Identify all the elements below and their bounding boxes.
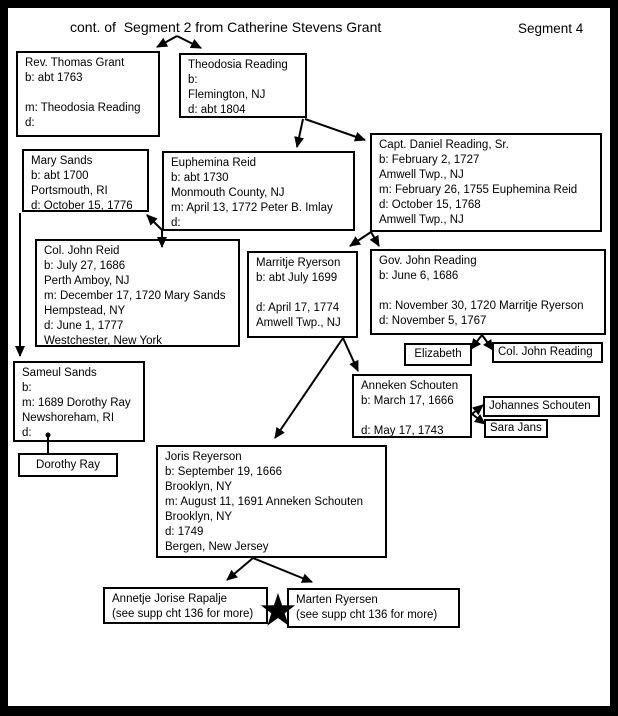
person-line: b: <box>188 74 198 86</box>
chart-title: cont. of Segment 2 from Catherine Steven… <box>70 19 382 35</box>
person-box-rev-thomas-grant: Rev. Thomas Grant b: abt 1763 m: Theodosi… <box>16 51 160 137</box>
person-line: d: 1749 <box>165 526 204 538</box>
person-line: Annetje Jorise Rapalje <box>112 593 228 605</box>
person-box-dorothy-ray: Dorothy Ray <box>18 453 118 477</box>
person-box-theodosia-reading: Theodosia Reading b: Flemington, NJ d: abt … <box>179 53 307 118</box>
person-box-marritje-ryerson: Marritje Ryerson b: abt July 1699 d: Apri… <box>247 251 358 338</box>
person-line: Amwell Twp., NJ <box>379 214 464 226</box>
person-line: Brooklyn, NY <box>165 511 233 523</box>
person-line <box>361 409 468 424</box>
person-line: Gov. John Reading <box>379 255 477 267</box>
person-line: Brooklyn, NY <box>165 481 233 493</box>
person-line: Marritje Ryerson <box>256 257 341 269</box>
person-line <box>25 86 156 101</box>
person-box-sara-jans: Sara Jans <box>484 419 548 438</box>
person-line: Joris Reyerson <box>165 451 242 463</box>
person-line: (see supp cht 136 for more) <box>296 609 438 621</box>
person-box-gov-john-reading: Gov. John Reading b: June 6, 1686 m: Nove… <box>370 249 606 335</box>
person-line: b: March 17, 1666 <box>361 395 454 407</box>
person-line: b: abt 1763 <box>25 72 83 84</box>
person-line: Amwell Twp., NJ <box>256 317 341 329</box>
person-line: m: Theodosia Reading <box>25 102 141 114</box>
person-line: b: abt 1730 <box>171 172 229 184</box>
person-line: b: abt July 1699 <box>256 272 338 284</box>
person-line: d: <box>25 117 35 129</box>
person-line: Col. John Reading <box>498 346 593 358</box>
person-line: d: abt 1804 <box>188 104 246 116</box>
person-line: Euphemina Reid <box>171 157 257 169</box>
person-line <box>379 284 602 299</box>
person-line: Rev. Thomas Grant <box>25 57 125 69</box>
person-box-annetje-jorise-rapalje: Annetje Jorise Rapalje (see supp cht 136 … <box>103 587 268 624</box>
person-line: Amwell Twp., NJ <box>379 169 464 181</box>
segment-label: Segment 4 <box>518 21 584 36</box>
person-line: d: <box>171 217 181 229</box>
person-line: Newshoreham, RI <box>22 412 115 424</box>
person-line: Marten Ryersen <box>296 594 378 606</box>
person-line: Portsmouth, RI <box>31 185 108 197</box>
person-box-capt-daniel-reading: Capt. Daniel Reading, Sr. b: February 2, … <box>370 133 602 232</box>
person-line: m: April 13, 1772 Peter B. Imlay <box>171 202 333 214</box>
person-line: Anneken Schouten <box>361 380 459 392</box>
person-line: Sameul Sands <box>22 367 97 379</box>
person-line: Elizabeth <box>414 348 462 360</box>
person-line: b: abt 1700 <box>31 170 89 182</box>
person-box-col-john-reading: Col. John Reading <box>492 342 603 363</box>
person-line: d: April 17, 1774 <box>256 302 340 314</box>
person-line: d: November 5, 1767 <box>379 315 487 327</box>
person-line: Col. John Reid <box>44 245 120 257</box>
person-line: m: February 26, 1755 Euphemina Reid <box>379 184 578 196</box>
person-line: Bergen, New Jersey <box>165 541 269 553</box>
person-box-anneken-schouten: Anneken Schouten b: March 17, 1666 d: May… <box>352 374 472 438</box>
person-line: Perth Amboy, NJ <box>44 275 130 287</box>
person-line: (see supp cht 136 for more) <box>112 608 254 620</box>
person-line: m: August 11, 1691 Anneken Schouten <box>165 496 363 508</box>
person-line: m: December 17, 1720 Mary Sands <box>44 290 226 302</box>
person-line: Hempstead, NY <box>44 305 126 317</box>
person-line: m: 1689 Dorothy Ray <box>22 397 131 409</box>
person-line: d: May 17, 1743 <box>361 425 444 437</box>
person-line: d: June 1, 1777 <box>44 320 124 332</box>
person-box-marten-ryersen: Marten Ryersen (see supp cht 136 for more… <box>287 588 460 628</box>
person-line: b: June 6, 1686 <box>379 270 459 282</box>
person-line: Monmouth County, NJ <box>171 187 285 199</box>
person-line: b: <box>22 382 32 394</box>
person-line: d: October 15, 1776 <box>31 200 133 212</box>
person-line: m: November 30, 1720 Marritje Ryerson <box>379 300 584 312</box>
person-line: b: July 27, 1686 <box>44 260 126 272</box>
person-line: d: October 15, 1768 <box>379 199 481 211</box>
person-line: Johannes Schouten <box>489 400 591 412</box>
person-box-johannes-schouten: Johannes Schouten <box>483 396 600 417</box>
person-line: d: <box>22 427 32 439</box>
person-line: b: September 19, 1666 <box>165 466 282 478</box>
person-box-elizabeth: Elizabeth <box>404 343 472 366</box>
person-line: Theodosia Reading <box>188 59 288 71</box>
person-line: Westchester, New York <box>44 335 163 347</box>
person-line: Dorothy Ray <box>36 458 100 471</box>
person-line: Mary Sands <box>31 155 93 167</box>
person-line: b: February 2, 1727 <box>379 154 480 166</box>
person-line: Flemington, NJ <box>188 89 266 101</box>
person-line <box>256 286 354 301</box>
person-line: Sara Jans <box>490 422 542 434</box>
person-line: Capt. Daniel Reading, Sr. <box>379 139 509 151</box>
